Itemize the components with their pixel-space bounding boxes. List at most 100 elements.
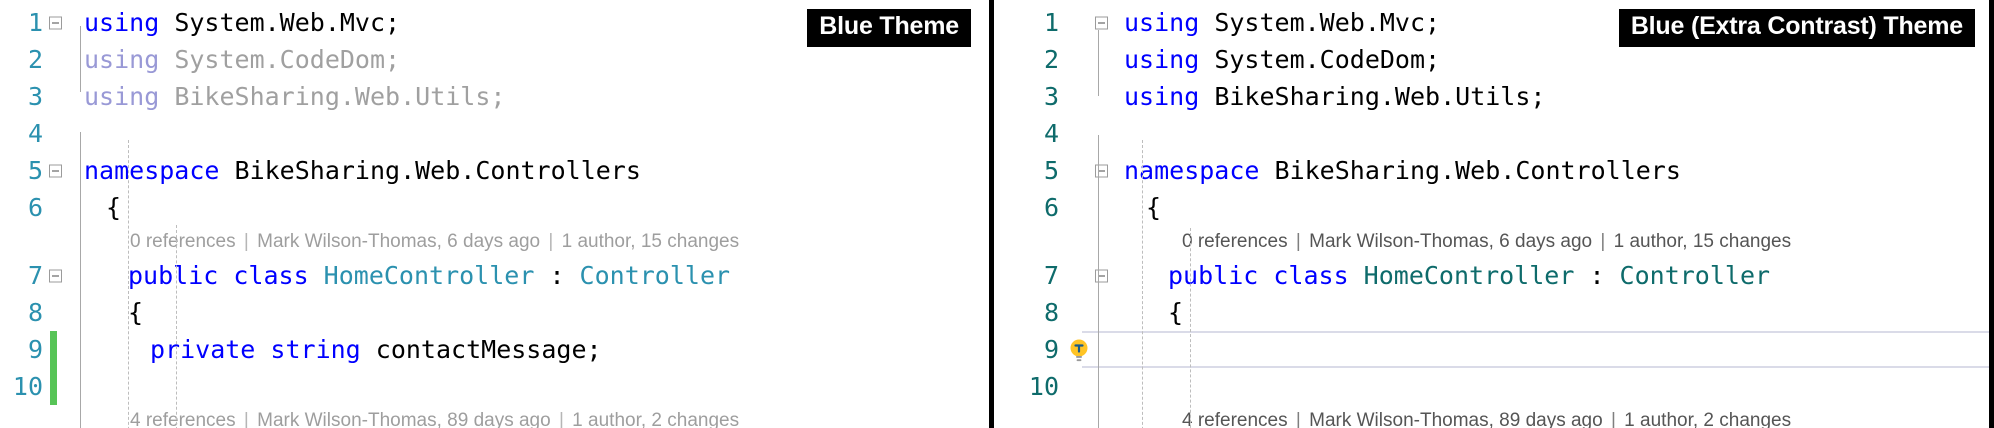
outline-spacer (1092, 41, 1114, 78)
codelens-text[interactable]: 0 references | Mark Wilson-Thomas, 6 day… (130, 230, 740, 252)
code-text: { (1120, 195, 1161, 220)
indent-guide (128, 140, 129, 428)
code-token: System.Web.Mvc; (1199, 8, 1441, 37)
codelens-text[interactable]: 0 references | Mark Wilson-Thomas, 6 day… (1182, 230, 1792, 252)
collapse-outline-icon[interactable] (46, 257, 68, 294)
outline-spacer (46, 331, 68, 368)
codelens-row: 4 references | Mark Wilson-Thomas, 89 da… (994, 405, 1989, 428)
code-token: { (1168, 298, 1184, 327)
line-number: 9 (1043, 335, 1059, 364)
line-number: 3 (1043, 82, 1059, 111)
line-number: 1 (1043, 8, 1059, 37)
indent-guide (176, 225, 177, 428)
code-token: using (84, 82, 160, 111)
code-line[interactable]: 3 using BikeSharing.Web.Utils; (0, 78, 989, 115)
indent-guide (1098, 135, 1099, 428)
line-number: 10 (12, 372, 43, 401)
lightbulb-slot (1066, 263, 1092, 289)
code-line[interactable]: 6{ (994, 189, 1989, 226)
changed-lines-indicator (50, 368, 57, 405)
code-token: public class (1168, 261, 1364, 290)
line-number: 5 (1043, 156, 1059, 185)
code-line[interactable]: 8{ (0, 294, 989, 331)
code-token: contactMessage; (375, 335, 602, 364)
code-token: { (106, 193, 122, 222)
code-text: private string contactMessage; (74, 337, 602, 362)
codelens-row: 0 references | Mark Wilson-Thomas, 6 day… (0, 226, 989, 257)
code-token: System.CodeDom; (1199, 45, 1441, 74)
code-text: public class HomeController : Controller (1120, 263, 1770, 288)
code-text: using System.CodeDom; (1120, 47, 1440, 72)
code-token: : (1574, 261, 1620, 290)
collapse-box (49, 16, 62, 29)
collapse-outline-icon[interactable] (1092, 152, 1114, 189)
code-line[interactable]: 7 public class HomeController : Controlle… (994, 257, 1989, 294)
line-number: 8 (1043, 298, 1059, 327)
code-token: using (84, 45, 160, 74)
line-number: 2 (1043, 45, 1059, 74)
collapse-outline-icon[interactable] (46, 4, 68, 41)
code-line[interactable]: 9 private string contactMessage; (994, 331, 1989, 368)
outline-spacer (1092, 78, 1114, 115)
outline-spacer (46, 115, 68, 152)
lightbulb-slot (1066, 47, 1092, 73)
line-number: 9 (27, 335, 43, 364)
indent-guide (1142, 140, 1143, 428)
indent-guide (80, 26, 81, 92)
lightbulb-slot (1066, 10, 1092, 36)
code-text: { (1120, 300, 1183, 325)
collapse-outline-icon[interactable] (1092, 4, 1114, 41)
codelens-text[interactable]: 4 references | Mark Wilson-Thomas, 89 da… (1182, 409, 1792, 428)
line-number: 3 (27, 82, 43, 111)
code-token: Controller (579, 261, 731, 290)
code-token: namespace (1124, 156, 1260, 185)
lightbulb-slot (1066, 121, 1092, 147)
code-line[interactable]: 10 (994, 368, 1989, 405)
collapse-outline-icon[interactable] (1092, 257, 1114, 294)
code-text: using BikeSharing.Web.Utils; (1120, 84, 1545, 109)
lightbulb-slot (1066, 84, 1092, 110)
code-line[interactable]: 6{ (0, 189, 989, 226)
outline-spacer (46, 78, 68, 115)
collapse-box (1095, 164, 1108, 177)
codelens-text[interactable]: 4 references | Mark Wilson-Thomas, 89 da… (130, 409, 740, 428)
collapse-outline-icon[interactable] (46, 152, 68, 189)
code-line[interactable]: 4 (994, 115, 1989, 152)
code-line[interactable]: 10 (0, 368, 989, 405)
line-number: 7 (27, 261, 43, 290)
code-line[interactable]: 3 using BikeSharing.Web.Utils; (994, 78, 1989, 115)
code-token: using (1124, 82, 1200, 111)
lightbulb-icon[interactable] (1066, 337, 1092, 363)
code-text: { (74, 300, 143, 325)
outline-spacer (46, 368, 68, 405)
line-number: 5 (27, 156, 43, 185)
collapse-box (1095, 16, 1108, 29)
code-token: private string (1190, 334, 1416, 363)
code-token: { (1146, 193, 1162, 222)
code-token: contactMessage; (1415, 334, 1642, 363)
code-line[interactable]: 8{ (994, 294, 1989, 331)
outline-spacer (1092, 368, 1114, 405)
outline-spacer (1092, 115, 1114, 152)
codelens-row: 4 references | Mark Wilson-Thomas, 89 da… (0, 405, 989, 428)
line-number: 7 (1043, 261, 1059, 290)
line-number: 1 (27, 8, 43, 37)
code-token: BikeSharing.Web.Utils; (159, 82, 506, 111)
code-line[interactable]: 9 private string contactMessage; (0, 331, 989, 368)
code-text: using System.Web.Mvc; (74, 10, 400, 35)
theme-badge-blue: Blue Theme (807, 9, 971, 47)
code-token: public class (128, 261, 324, 290)
outline-spacer (46, 294, 68, 331)
code-line[interactable]: 4 (0, 115, 989, 152)
code-line[interactable]: 2 using System.CodeDom; (994, 41, 1989, 78)
code-token: using (1124, 45, 1200, 74)
code-line[interactable]: 1 using System.Web.Mvc; (0, 4, 989, 41)
